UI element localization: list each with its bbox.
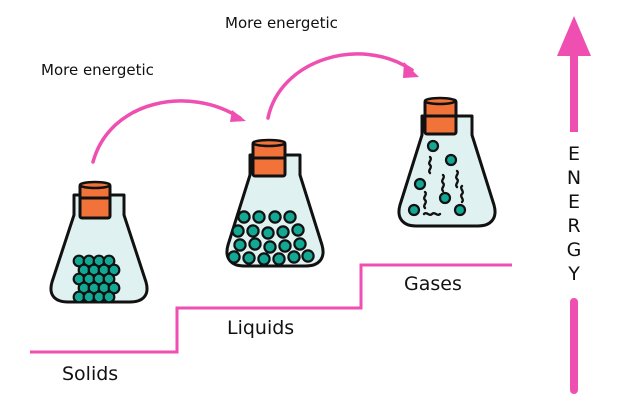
particle [227, 250, 241, 264]
energy-arrow-shaft-top [570, 52, 578, 132]
motion-squiggle [454, 169, 460, 189]
motion-squiggle [459, 184, 465, 204]
solid-particles [72, 254, 121, 304]
energy-letter: Y [567, 263, 580, 285]
transition-label-solid-liquid: More energetic [41, 61, 154, 79]
particle [257, 252, 271, 266]
liquid-particles [227, 210, 315, 266]
particle [272, 252, 286, 266]
arrow-solid-to-liquid [91, 99, 242, 164]
particle [291, 223, 305, 237]
energy-staircase [30, 263, 512, 354]
arrow-liquid-to-gas [266, 52, 414, 120]
particle [231, 224, 245, 238]
particle [278, 239, 292, 253]
motion-squiggle [440, 173, 446, 193]
state-label-liquids: Liquids [227, 317, 294, 339]
particle [413, 177, 427, 191]
particle [276, 225, 290, 239]
energy-letter: G [567, 239, 582, 261]
energy-letter: N [567, 167, 581, 189]
gas-particles [407, 139, 467, 217]
flask-liquids [225, 138, 325, 268]
particle [242, 251, 256, 265]
state-label-solids: Solids [62, 363, 118, 385]
particle [293, 237, 307, 251]
energy-letter: R [567, 215, 580, 237]
arrowhead-solid-to-liquid [230, 110, 246, 122]
energy-label: E N E R G Y [567, 143, 582, 285]
energy-arrow-head [557, 16, 591, 56]
particle [252, 210, 266, 224]
particle [426, 139, 440, 153]
particle [301, 249, 315, 263]
particle [453, 203, 467, 217]
particle [287, 250, 301, 264]
arrowhead-liquid-to-gas [403, 62, 419, 78]
energy-letter: E [568, 191, 580, 213]
motion-squiggle [422, 190, 428, 210]
particle [444, 153, 458, 167]
particle [261, 226, 275, 240]
flask-gases [397, 96, 497, 228]
motion-squiggle [422, 211, 442, 217]
state-label-gases: Gases [404, 273, 462, 295]
particle [407, 203, 421, 217]
particle [246, 224, 260, 238]
energy-letter: E [568, 143, 580, 165]
particle [438, 191, 452, 205]
flask-body [397, 114, 497, 228]
particle [237, 210, 251, 224]
particle [102, 290, 116, 304]
particle [268, 210, 282, 224]
particle [283, 210, 297, 224]
flask-solids [49, 180, 149, 304]
transition-label-liquid-gas: More energetic [225, 14, 338, 32]
particle [233, 238, 247, 252]
motion-squiggle [427, 155, 433, 175]
particle [263, 240, 277, 254]
particle [248, 237, 262, 251]
